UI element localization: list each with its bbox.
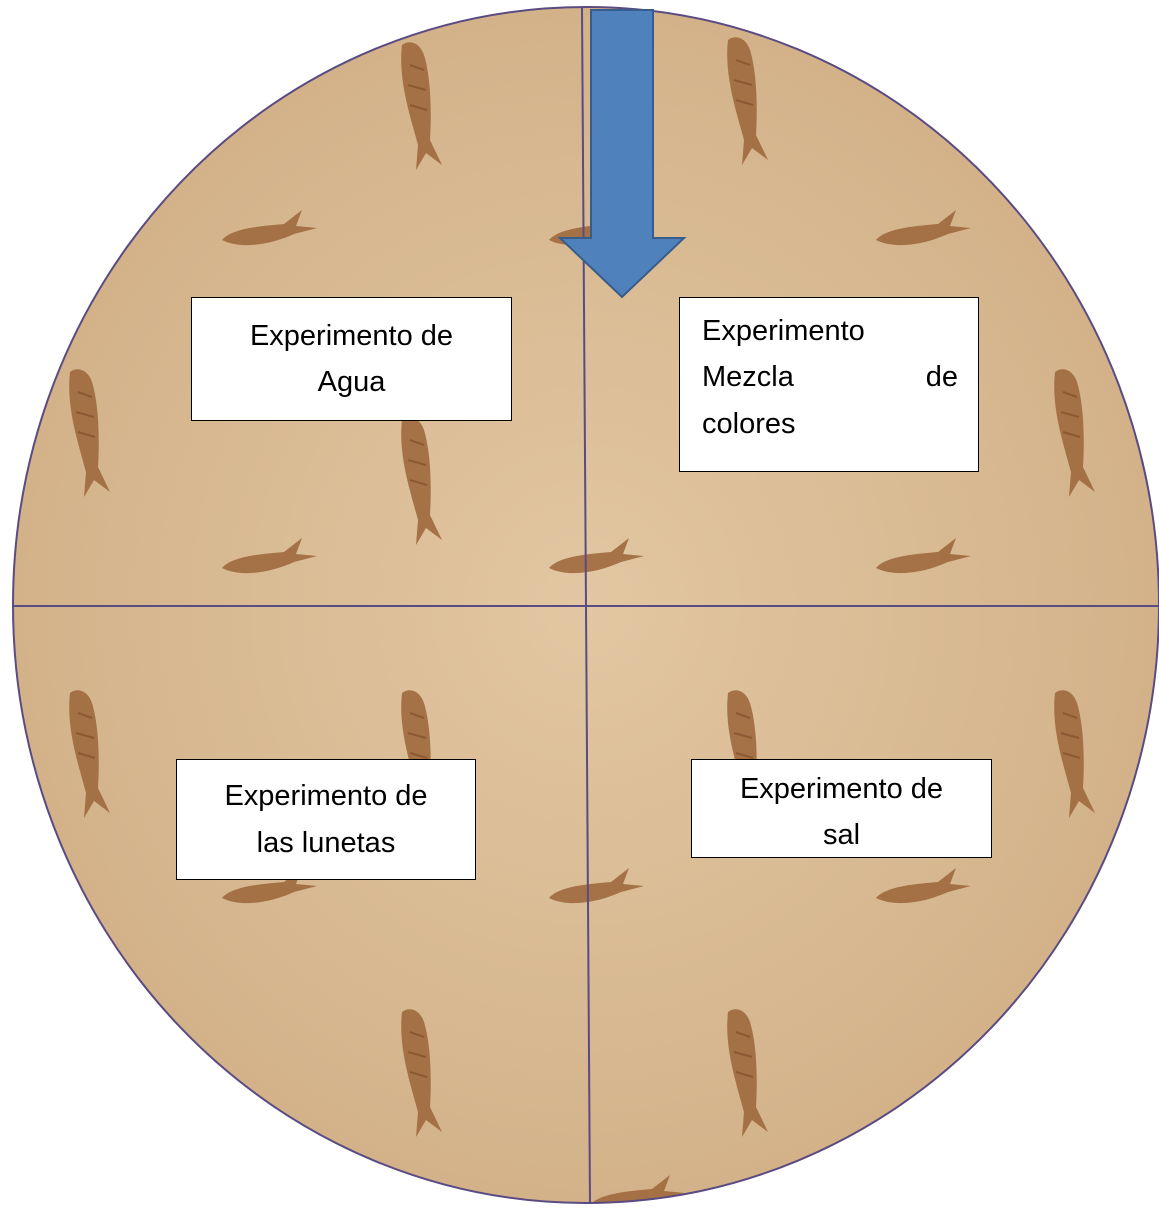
section-label-line: colores <box>702 401 958 447</box>
section-label-line: Experimento de <box>224 773 427 819</box>
section-label-line: Experimento de <box>250 313 453 359</box>
section-label-line: sal <box>823 812 860 858</box>
section-label-line-justified: Mezcla de <box>702 354 958 400</box>
section-label-line: Experimento de <box>740 766 943 812</box>
section-label-line: las lunetas <box>257 820 396 866</box>
section-label-agua: Experimento de Agua <box>191 297 512 421</box>
section-label-line: Agua <box>318 359 386 405</box>
section-label-lunetas: Experimento de las lunetas <box>176 759 476 880</box>
section-label-line: Experimento <box>702 308 958 354</box>
section-label-word: de <box>926 354 958 400</box>
section-label-sal: Experimento de sal <box>691 759 992 858</box>
section-label-mezcla-de-colores: Experimento Mezcla de colores <box>679 297 979 472</box>
section-label-word: Mezcla <box>702 354 794 400</box>
